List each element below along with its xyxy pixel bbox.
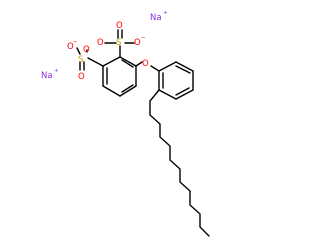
sulfonate-group-left: [76, 47, 104, 71]
atom-labels: S O O O − S O O O − O Na + Na +: [41, 10, 168, 82]
alkyl-chain: [149, 89, 210, 237]
minus-charge-left: −: [73, 39, 78, 45]
oxygen-label-top-left: O: [97, 38, 104, 48]
sodium-ion-1: Na: [150, 13, 162, 23]
oxygen-label-left-side: O: [67, 42, 74, 52]
sulfur-label-top: S: [116, 38, 121, 48]
plus-charge-2: +: [54, 68, 59, 74]
oxygen-label-left-upper: O: [83, 45, 90, 55]
benzene-ring-right: [158, 61, 194, 100]
sulfur-label-left: S: [78, 55, 83, 65]
benzene-ring-left: [102, 56, 137, 97]
molecule-drawing: S O O O − S O O O − O Na + Na +: [41, 10, 210, 237]
structure-diagram: S O O O − S O O O − O Na + Na +: [41, 10, 210, 237]
oxygen-label-top-upper: O: [116, 21, 123, 31]
oxygen-label-top-right: O: [134, 38, 141, 48]
ether-bridge: [135, 61, 160, 72]
ether-oxygen-label: O: [142, 59, 149, 69]
sulfonate-group-top: [104, 29, 135, 58]
minus-charge-top: −: [141, 35, 146, 41]
oxygen-label-left-lower: O: [78, 72, 85, 82]
plus-charge-1: +: [163, 10, 168, 16]
sodium-ion-2: Na: [41, 71, 53, 81]
